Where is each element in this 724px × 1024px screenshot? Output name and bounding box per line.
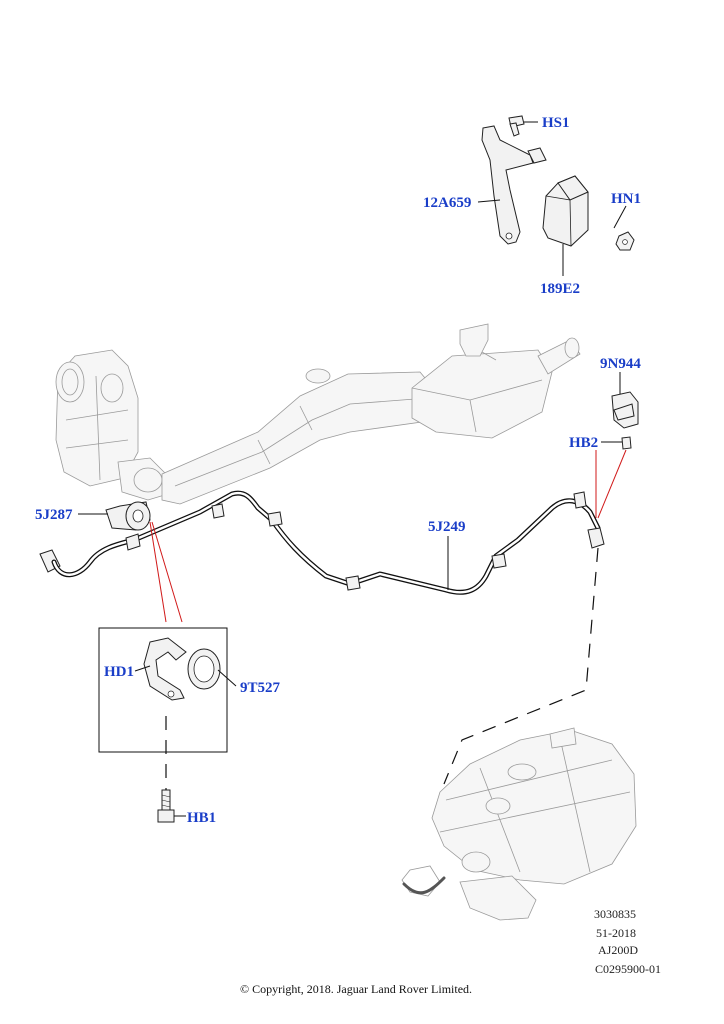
meta-diagram-number: 3030835 <box>594 907 636 921</box>
callout-12a659[interactable]: 12A659 <box>423 195 471 211</box>
module-189e2[interactable] <box>527 147 589 247</box>
callout-hs1[interactable]: HS1 <box>542 115 570 131</box>
bracket-9n944[interactable] <box>611 391 639 429</box>
bolt-hs1[interactable] <box>508 115 525 137</box>
harness-5j249[interactable] <box>51 490 605 595</box>
callout-labels: HS1 12A659 HN1 189E2 9N944 HB2 5J287 5J2… <box>35 115 641 826</box>
callout-hn1[interactable]: HN1 <box>611 191 641 207</box>
bracket-12a659[interactable] <box>481 125 534 245</box>
callout-hb1[interactable]: HB1 <box>187 810 216 826</box>
bolt-hb2[interactable] <box>621 436 632 450</box>
callout-9n944[interactable]: 9N944 <box>600 356 641 372</box>
highlight-lines <box>149 449 627 623</box>
callout-5j249[interactable]: 5J249 <box>428 519 466 535</box>
leader-lines <box>78 121 627 817</box>
bolt-hb1[interactable] <box>157 789 175 823</box>
callout-5j287[interactable]: 5J287 <box>35 507 73 523</box>
meta-reference-code: C0295900-01 <box>595 962 661 976</box>
meta-model-code: AJ200D <box>598 943 638 957</box>
diagram-metadata: 3030835 51-2018 AJ200D C0295900-01 <box>594 907 661 976</box>
callout-189e2[interactable]: 189E2 <box>540 281 580 297</box>
callout-hd1[interactable]: HD1 <box>104 664 134 680</box>
callout-9t527[interactable]: 9T527 <box>240 680 281 696</box>
callout-hb2[interactable]: HB2 <box>569 435 598 451</box>
nut-hn1[interactable] <box>615 231 635 251</box>
meta-date-code: 51-2018 <box>596 926 636 940</box>
gasket-part[interactable] <box>187 648 221 690</box>
assembly-dash-lines <box>165 547 599 790</box>
exhaust-system-ghost <box>55 323 581 505</box>
copyright-notice: © Copyright, 2018. Jaguar Land Rover Lim… <box>240 982 472 996</box>
fuel-tank-ghost <box>401 727 637 921</box>
heat-shield-part[interactable] <box>143 637 187 701</box>
